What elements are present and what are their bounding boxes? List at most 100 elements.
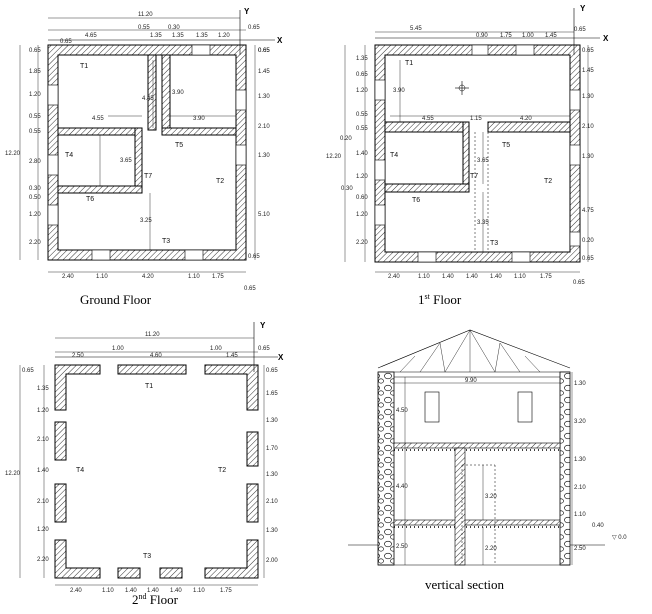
ground-floor-plan: Y X 11.20 4.65 0.55 0.30 1.35 1.35 1.20 …	[5, 7, 283, 307]
dim-label: 4.60	[150, 353, 162, 359]
room-label: T3	[143, 553, 151, 560]
dim-label: 1.40	[490, 274, 502, 280]
dim-label: 1.10	[574, 512, 586, 518]
dim-label: 4.50	[396, 408, 408, 414]
room-label: T7	[144, 173, 152, 180]
dim-label: 1.00	[112, 346, 124, 352]
dim-label: 0.60	[356, 195, 368, 201]
dim-label: 4.65	[85, 33, 97, 39]
dim-label: 1.20	[29, 92, 41, 98]
dim-label: 1.45	[582, 68, 594, 74]
dim-label: 1.30	[582, 94, 594, 100]
ground-inner-wall	[134, 127, 143, 194]
second-wall	[117, 364, 187, 375]
dim-label: 0.30	[341, 186, 353, 192]
ground-level-mark: ▽ 0.0	[612, 535, 627, 541]
caption-second-floor: 2nd Floor	[132, 592, 179, 607]
caption-vertical-section: vertical section	[425, 577, 505, 592]
dim-label: 0.65	[573, 280, 585, 286]
room-label: T5	[502, 142, 510, 149]
dim-label: 3.20	[485, 494, 497, 500]
dim-label: 0.30	[168, 25, 180, 31]
y-axis-label: Y	[580, 4, 586, 13]
y-axis-label: Y	[260, 321, 266, 330]
dim-label: 2.80	[29, 159, 41, 165]
dim-label: 9.90	[465, 378, 477, 384]
dim-label: 1.40	[147, 588, 159, 594]
dim-label: 3.35	[477, 220, 489, 226]
dim-label: 2.10	[37, 437, 49, 443]
dim-label: 1.40	[356, 151, 368, 157]
dim-label: 1.30	[266, 418, 278, 424]
second-wall	[204, 539, 259, 579]
second-wall	[54, 539, 101, 579]
dim-label: 0.65	[258, 48, 270, 54]
second-wall	[204, 364, 259, 411]
dim-label: 2.50	[396, 544, 408, 550]
caption-first-floor: 1st Floor	[418, 292, 462, 307]
dim-label: 1.10	[96, 274, 108, 280]
dim-label: 1.20	[356, 174, 368, 180]
dim-label: 1.75	[540, 274, 552, 280]
dim-label: 1.20	[218, 33, 230, 39]
dim-label: 1.30	[582, 154, 594, 160]
dim-label: 1.40	[170, 588, 182, 594]
dim-label: 1.20	[356, 212, 368, 218]
second-wall	[246, 483, 259, 523]
dim-label: 0.65	[248, 254, 260, 260]
dim-label: 0.55	[356, 126, 368, 132]
dim-label: 1.10	[514, 274, 526, 280]
ground-inner-wall	[161, 54, 171, 136]
dim-label: 1.20	[356, 88, 368, 94]
dim-label: 0.65	[582, 256, 594, 262]
dim-label: 0.20	[340, 136, 352, 142]
dim-label: 3.90	[172, 90, 184, 96]
first-floor-plan: Y X 5.45 0.90 1.75 1.00 1.45 0.65 1.35 0…	[326, 4, 609, 307]
dim-label: 0.65	[29, 48, 41, 54]
room-label: T4	[390, 152, 398, 159]
dim-label: 0.55	[356, 112, 368, 118]
x-axis-label: X	[278, 353, 284, 362]
dim-label: 1.10	[193, 588, 205, 594]
dim-label: 1.30	[258, 94, 270, 100]
caption-ground-floor: Ground Floor	[80, 292, 152, 307]
second-wall	[54, 364, 101, 411]
dim-label: 2.10	[582, 124, 594, 130]
dim-label: 1.45	[545, 33, 557, 39]
dim-label: 5.45	[410, 26, 422, 32]
room-label: T1	[405, 60, 413, 67]
room-label: T2	[218, 467, 226, 474]
dim-label: 0.65	[248, 25, 260, 31]
room-label: T4	[76, 467, 84, 474]
dim-label: 1.40	[37, 468, 49, 474]
dim-label: 0.65	[266, 368, 278, 374]
room-label: T3	[490, 240, 498, 247]
dim-label: 0.65	[60, 39, 72, 45]
dim-label: 4.55	[422, 116, 434, 122]
ground-inner-wall	[161, 127, 237, 136]
dim-label: 5.10	[258, 212, 270, 218]
dim-label: 0.65	[582, 48, 594, 54]
dim-label: 4.20	[520, 116, 532, 122]
dim-label: 2.50	[72, 353, 84, 359]
room-label: T3	[162, 238, 170, 245]
x-axis-label: X	[603, 34, 609, 43]
dim-label: 1.30	[266, 528, 278, 534]
second-wall	[54, 483, 67, 523]
dim-label: 2.10	[266, 499, 278, 505]
room-label: T1	[145, 383, 153, 390]
room-label: T1	[80, 63, 88, 70]
dim-label: 0.65	[574, 27, 586, 33]
second-wall	[54, 421, 67, 461]
dim-label: 0.90	[476, 33, 488, 39]
dim-label: 3.65	[120, 158, 132, 164]
room-label: T6	[412, 197, 420, 204]
dim-label: 1.40	[442, 274, 454, 280]
ground-inner-wall	[57, 185, 143, 194]
dim-label: 3.90	[193, 116, 205, 122]
room-label: T4	[65, 152, 73, 159]
dim-label: 11.20	[145, 332, 160, 338]
y-axis-label: Y	[244, 7, 250, 16]
dim-label: 1.10	[418, 274, 430, 280]
dim-label: 1.70	[266, 446, 278, 452]
